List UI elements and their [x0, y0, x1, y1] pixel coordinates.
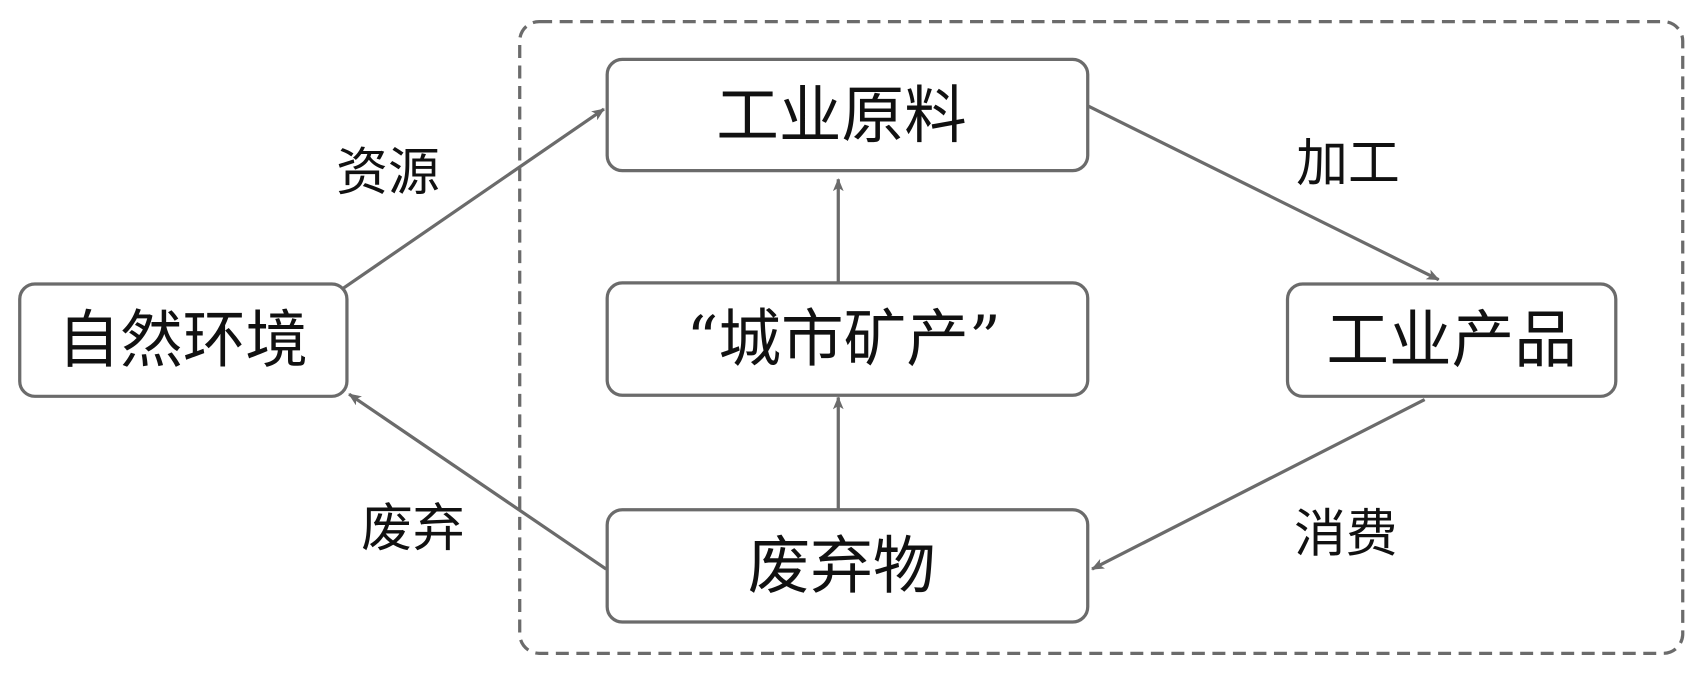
node-urban-mining: “城市矿产” [605, 281, 1090, 397]
node-nature: 自然环境 [18, 282, 349, 398]
node-label: 废弃物 [748, 529, 936, 602]
edge-label-processing: 加工 [1296, 134, 1400, 194]
node-label: 工业原料 [716, 79, 967, 152]
edge-label-discard: 废弃 [361, 499, 465, 559]
industrial-system-boundary [518, 19, 1685, 655]
arrow-waste-to-nature [348, 392, 608, 571]
arrow-nature-to-raw-materials [340, 107, 605, 291]
node-waste: 废弃物 [605, 508, 1090, 624]
node-label: “城市矿产” [686, 303, 1001, 376]
node-products: 工业产品 [1285, 282, 1618, 398]
edge-label-consumption: 消费 [1294, 505, 1398, 565]
node-raw-materials: 工业原料 [605, 57, 1090, 173]
node-label: 工业产品 [1326, 304, 1577, 377]
node-label: 自然环境 [58, 304, 309, 377]
arrow-products-to-waste [1091, 398, 1426, 571]
edge-label-resources: 资源 [336, 143, 440, 203]
arrow-raw-materials-to-products [1087, 104, 1440, 282]
